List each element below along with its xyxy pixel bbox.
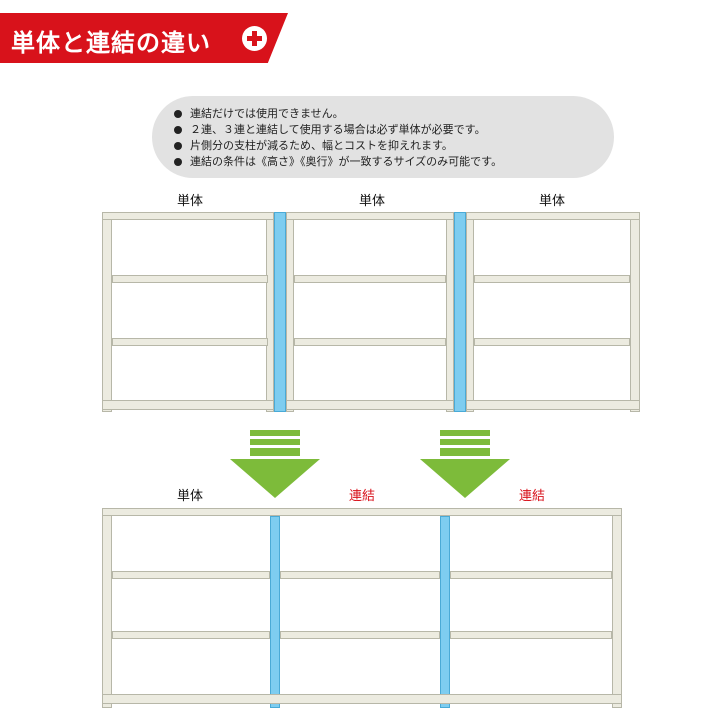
- note-item: 連結の条件は《高さ》《奥行》が一致するサイズのみ可能です。: [172, 154, 502, 170]
- shelf-bottom: [102, 694, 622, 704]
- banner-title: 単体と連結の違い: [11, 29, 211, 57]
- connector-post: [440, 516, 450, 708]
- note-list: 連結だけでは使用できません。 ２連、３連と連結して使用する場合は必ず単体が必要で…: [172, 106, 502, 170]
- unit-label-linked: 連結: [348, 489, 376, 504]
- shelf-top: [102, 508, 622, 516]
- plus-circle-icon: [242, 26, 267, 51]
- connector-post: [270, 516, 280, 708]
- connector-post: [274, 212, 286, 412]
- down-arrow-icon: [230, 430, 320, 498]
- title-banner: 単体と連結の違い: [0, 13, 288, 63]
- unit-label-single: 単体: [176, 489, 204, 504]
- unit-label-linked: 連結: [518, 489, 546, 504]
- note-item: 片側分の支柱が減るため、幅とコストを抑えれます。: [172, 138, 502, 154]
- unit-label-single: 単体: [538, 194, 566, 209]
- down-arrow-icon: [420, 430, 510, 498]
- note-item: ２連、３連と連結して使用する場合は必ず単体が必要です。: [172, 122, 502, 138]
- note-item: 連結だけでは使用できません。: [172, 106, 502, 122]
- unit-label-single: 単体: [176, 194, 204, 209]
- note-box: 連結だけでは使用できません。 ２連、３連と連結して使用する場合は必ず単体が必要で…: [152, 96, 614, 178]
- connector-post: [454, 212, 466, 412]
- unit-label-single: 単体: [358, 194, 386, 209]
